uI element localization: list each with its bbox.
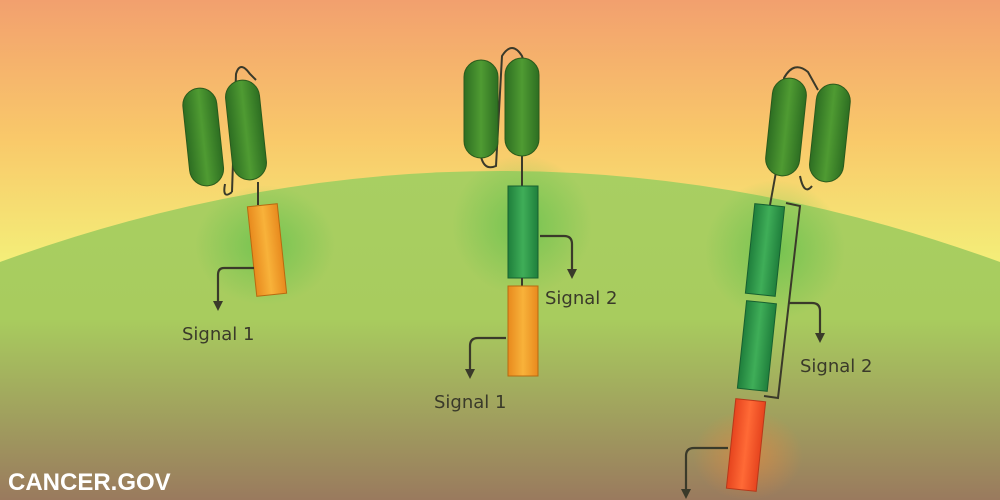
receptor-1-domain-right [225, 79, 267, 181]
receptor-2-domain-right [504, 57, 540, 157]
receptor-2-signal2-block [507, 185, 539, 279]
receptor-1-linker [223, 66, 257, 196]
receptor-3-block-lower [736, 300, 777, 392]
receptor-2-signal1-arrow [465, 336, 506, 379]
receptor-2-signal2-label: Signal 2 [545, 288, 617, 309]
watermark: CANCER.GOV [8, 469, 171, 496]
receptor-3-signal2-label: Signal 2 [800, 356, 872, 377]
receptor-3-stem [769, 171, 777, 206]
receptor-1: Signal 1 [182, 66, 288, 345]
receptor-3-signal-arrow [681, 446, 728, 499]
receptor-2: Signal 2 Signal 1 [434, 47, 617, 413]
receptor-1-signal-label: Signal 1 [182, 324, 254, 345]
receptor-3-domain-left [765, 77, 807, 177]
receptor-2-signal2-arrow [540, 234, 577, 279]
receptor-3-block-bottom [725, 398, 767, 492]
receptor-2-linker [479, 47, 525, 169]
receptor-1-domain-left [182, 87, 225, 187]
receptor-1-kinase-block [246, 203, 288, 297]
receptor-3-signal2-arrow [789, 301, 825, 343]
receptor-1-signal-arrow [213, 266, 254, 311]
receptor-2-domain-left [463, 59, 499, 159]
receptor-2-signal1-block [507, 285, 539, 377]
receptor-3-domain-right [809, 83, 851, 183]
receptor-3-block-upper [744, 203, 786, 297]
receptor-3: Signal 2 [681, 66, 872, 499]
receptor-3-linker [781, 66, 819, 191]
receptor-2-signal1-label: Signal 1 [434, 392, 506, 413]
